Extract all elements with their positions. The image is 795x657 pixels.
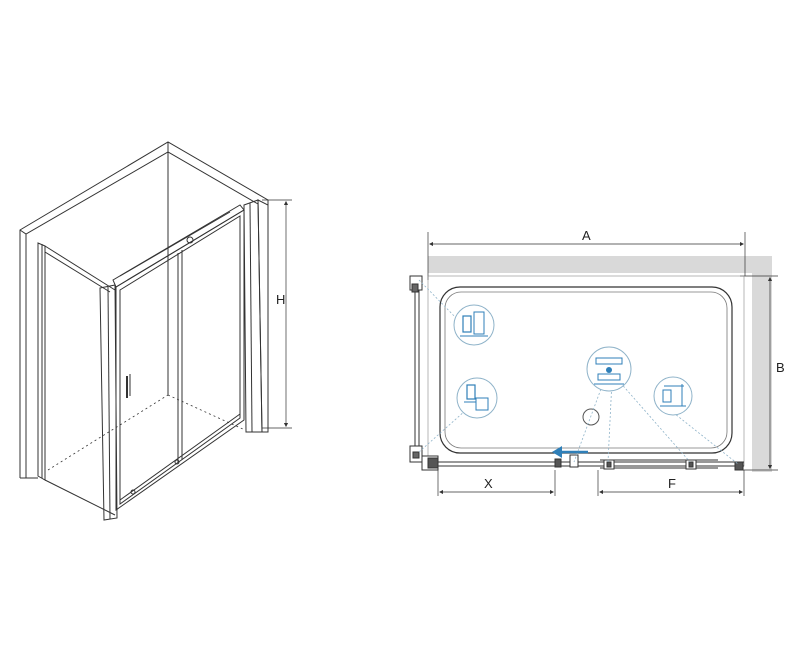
side-panel-plan: [409, 275, 439, 471]
height-label: H: [276, 292, 285, 307]
plan-view: [409, 232, 778, 496]
side-wall: [752, 256, 772, 472]
roller-icon: [174, 459, 180, 465]
front-door-frame: [115, 209, 245, 511]
detail-callout-center: [586, 346, 632, 392]
front-post: [99, 284, 118, 521]
opening-label: X: [484, 476, 493, 491]
isometric-view: [19, 141, 292, 521]
fixed-panel-dimension: [597, 470, 745, 496]
width-label: A: [582, 228, 591, 243]
depth-dimension: [740, 275, 778, 471]
back-wall: [428, 256, 772, 273]
height-dimension: [262, 199, 292, 429]
drain-icon: [582, 408, 600, 426]
width-dimension: [427, 232, 746, 280]
fixed-panel-label: F: [668, 476, 676, 491]
shower-tray: [427, 275, 745, 467]
leader-lines: [418, 279, 739, 465]
slide-direction-arrow: [552, 446, 588, 458]
door-handle: [126, 374, 131, 398]
roller-icon: [130, 489, 136, 495]
wall-profile: [243, 199, 269, 433]
front-rail: [438, 454, 744, 471]
detail-callout-right: [653, 376, 693, 416]
wall-outline: [19, 141, 269, 479]
detail-callout-top-left: [453, 304, 495, 346]
detail-callout-bottom-left: [456, 377, 498, 419]
floor-outline: [47, 394, 246, 471]
opening-dimension: [437, 470, 556, 496]
depth-label: B: [776, 360, 785, 375]
